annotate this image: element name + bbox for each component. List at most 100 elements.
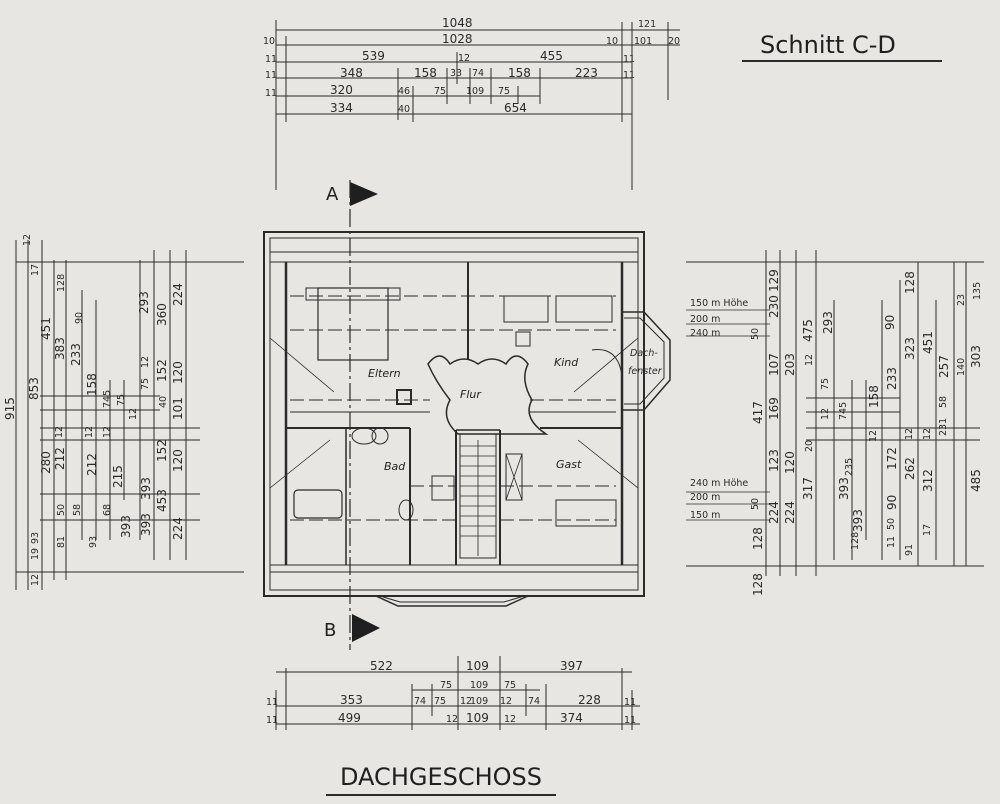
- svg-text:169: 169: [767, 397, 781, 420]
- svg-text:91: 91: [904, 544, 915, 556]
- bathtub: [293, 489, 343, 519]
- svg-text:224: 224: [171, 283, 185, 306]
- furniture: [293, 287, 623, 527]
- svg-text:152: 152: [155, 359, 169, 382]
- svg-text:262: 262: [903, 457, 917, 480]
- svg-text:393: 393: [139, 477, 153, 500]
- svg-text:228: 228: [578, 693, 601, 707]
- svg-text:75: 75: [820, 378, 831, 390]
- svg-text:224: 224: [171, 517, 185, 540]
- svg-text:417: 417: [751, 401, 765, 424]
- svg-text:135: 135: [972, 282, 983, 300]
- svg-text:12: 12: [30, 574, 41, 586]
- building-outline: [263, 231, 671, 607]
- interior-walls: [286, 262, 622, 565]
- svg-text:10: 10: [606, 36, 618, 47]
- room-label-dach: Dach-: [630, 348, 658, 359]
- floor-title: DACHGESCHOSS: [340, 763, 542, 791]
- svg-text:224: 224: [767, 501, 781, 524]
- svg-text:150 m Höhe: 150 m Höhe: [690, 298, 748, 309]
- svg-text:12: 12: [504, 714, 516, 725]
- svg-text:10: 10: [263, 36, 275, 47]
- svg-text:499: 499: [338, 711, 361, 725]
- svg-text:121: 121: [638, 19, 656, 30]
- svg-text:101: 101: [171, 397, 185, 420]
- svg-text:12: 12: [102, 426, 113, 438]
- svg-text:74: 74: [414, 696, 426, 707]
- svg-text:74: 74: [528, 696, 540, 707]
- svg-text:12: 12: [140, 356, 151, 368]
- svg-text:11: 11: [265, 70, 277, 81]
- section-marker-bottom: B: [324, 614, 380, 642]
- svg-text:334: 334: [330, 101, 353, 115]
- svg-text:158: 158: [414, 66, 437, 80]
- room-label-eltern: Eltern: [368, 367, 401, 380]
- svg-text:11: 11: [886, 536, 897, 548]
- svg-text:128: 128: [903, 271, 917, 294]
- svg-text:200 m: 200 m: [690, 492, 720, 503]
- hall-outline: [427, 355, 549, 435]
- svg-text:212: 212: [85, 453, 99, 476]
- top-dimension-chain: 1048 121 10 1028 10 101 20 11 539 12 455…: [263, 16, 680, 190]
- right-dimension-columns: 150 m Höhe 200 m 240 m 240 m Höhe 200 m …: [686, 250, 984, 596]
- svg-text:75: 75: [504, 680, 516, 691]
- svg-text:50: 50: [56, 504, 67, 516]
- svg-text:17: 17: [922, 524, 933, 536]
- svg-text:123: 123: [767, 449, 781, 472]
- svg-text:745: 745: [102, 390, 113, 408]
- svg-text:90: 90: [883, 315, 897, 330]
- svg-text:203: 203: [783, 353, 797, 376]
- svg-text:223: 223: [575, 66, 598, 80]
- svg-text:93: 93: [88, 536, 99, 548]
- svg-text:320: 320: [330, 83, 353, 97]
- svg-text:129: 129: [767, 269, 781, 292]
- svg-text:75: 75: [116, 394, 127, 406]
- svg-text:374: 374: [560, 711, 583, 725]
- svg-text:1028: 1028: [442, 32, 473, 46]
- svg-text:257: 257: [937, 355, 951, 378]
- svg-text:853: 853: [27, 377, 41, 400]
- svg-text:12: 12: [904, 428, 915, 440]
- svg-text:451: 451: [921, 331, 935, 354]
- svg-text:11: 11: [623, 70, 635, 81]
- svg-text:11: 11: [265, 88, 277, 99]
- svg-text:109: 109: [466, 659, 489, 673]
- svg-text:93: 93: [30, 532, 41, 544]
- svg-text:12: 12: [128, 408, 139, 420]
- svg-text:158: 158: [867, 385, 881, 408]
- svg-text:915: 915: [3, 397, 17, 420]
- svg-text:233: 233: [69, 343, 83, 366]
- svg-text:453: 453: [155, 489, 169, 512]
- left-dimension-columns: 915 12 853 93 12 451 280 19 17 12 383 21…: [3, 234, 244, 590]
- svg-text:120: 120: [171, 449, 185, 472]
- svg-text:12: 12: [446, 714, 458, 725]
- svg-text:312: 312: [921, 469, 935, 492]
- room-label-bad: Bad: [384, 460, 406, 473]
- svg-text:75: 75: [434, 696, 446, 707]
- bottom-dimension-chain: 522 109 397 75 109 75 11 353 74 75 12 10…: [266, 656, 640, 730]
- svg-text:109: 109: [466, 711, 489, 725]
- svg-text:12: 12: [868, 430, 879, 442]
- svg-text:393: 393: [139, 513, 153, 536]
- svg-text:212: 212: [53, 447, 67, 470]
- svg-text:90: 90: [885, 495, 899, 510]
- svg-text:12: 12: [500, 696, 512, 707]
- svg-text:383: 383: [53, 337, 67, 360]
- svg-text:303: 303: [969, 345, 983, 368]
- svg-text:539: 539: [362, 49, 385, 63]
- svg-text:19: 19: [30, 548, 41, 560]
- svg-text:17: 17: [30, 264, 41, 276]
- section-marker-top: A: [326, 180, 378, 650]
- svg-text:A: A: [326, 184, 339, 205]
- svg-text:280: 280: [39, 451, 53, 474]
- svg-text:11: 11: [265, 54, 277, 65]
- svg-text:158: 158: [85, 373, 99, 396]
- svg-text:109: 109: [466, 86, 484, 97]
- svg-text:74: 74: [472, 68, 484, 79]
- svg-text:393: 393: [119, 515, 133, 538]
- svg-text:107: 107: [767, 353, 781, 376]
- svg-text:128: 128: [751, 573, 765, 596]
- svg-text:120: 120: [783, 451, 797, 474]
- svg-text:200 m: 200 m: [690, 314, 720, 325]
- svg-text:90: 90: [74, 312, 85, 324]
